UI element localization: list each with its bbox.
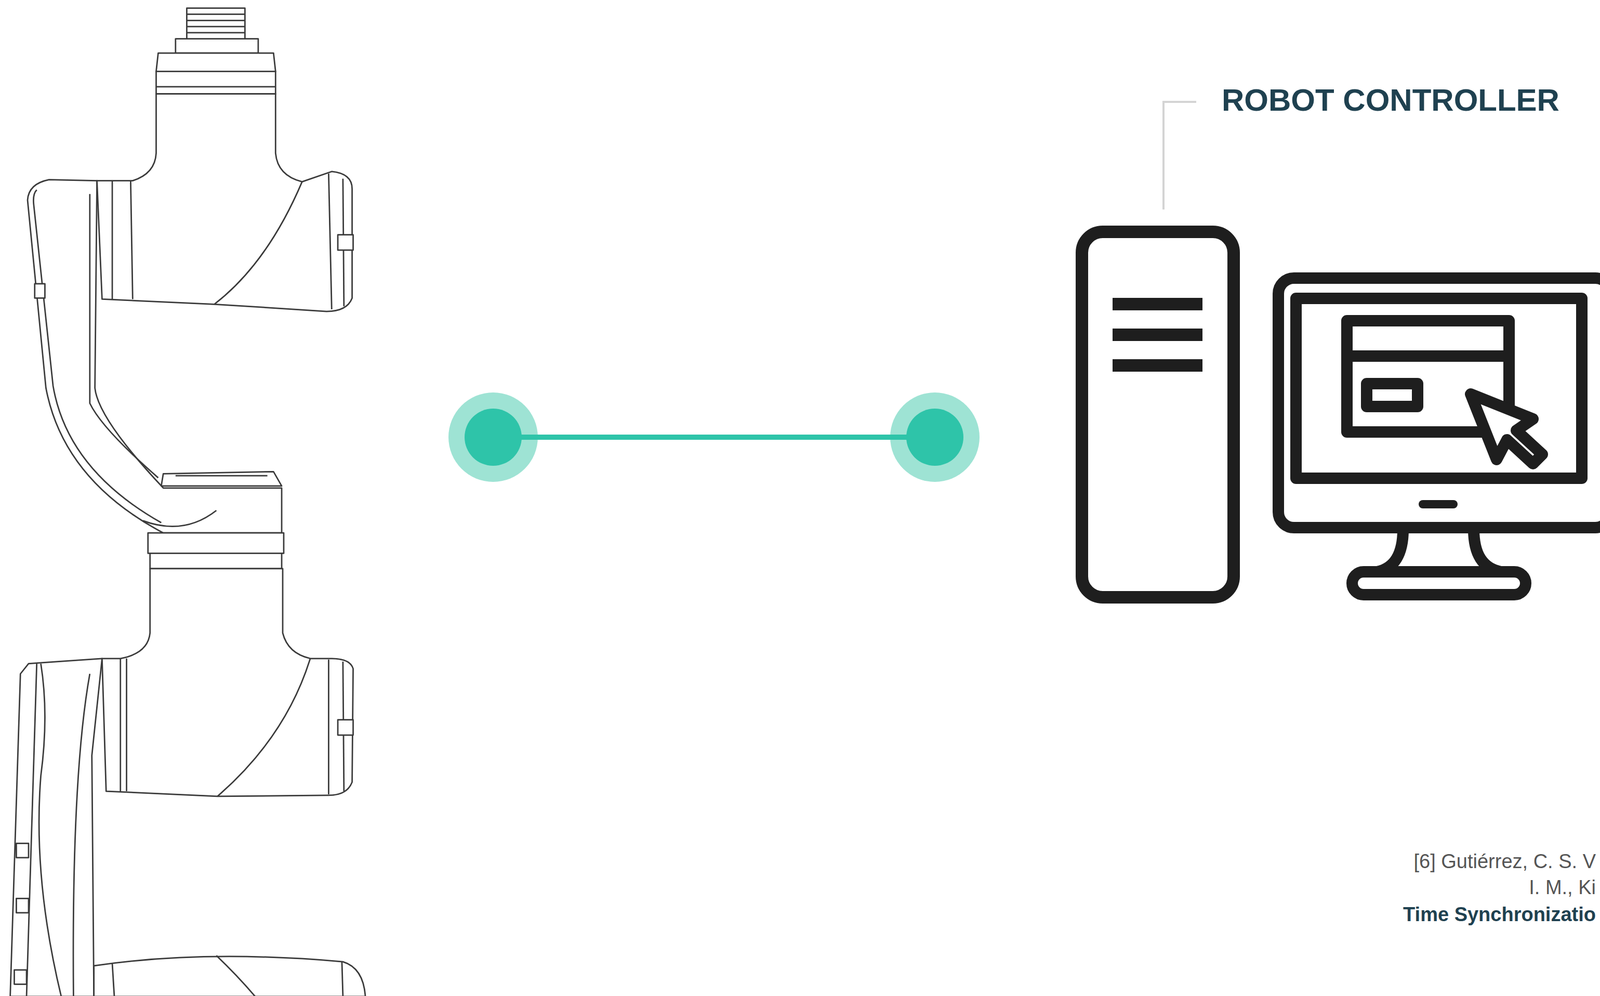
computer-monitor [1278,278,1600,595]
connection-link [448,392,980,482]
robot-arm [10,8,366,996]
citation-text: I. M., Ki [1528,876,1596,899]
computer-tower [1081,231,1234,598]
controller-title: ROBOT CONTROLLER [1221,82,1560,118]
leader-line [1163,101,1197,210]
citation-text: [6] Gutiérrez, C. S. V [1413,850,1596,873]
citation-title: Time Synchronizatio [1403,903,1596,926]
